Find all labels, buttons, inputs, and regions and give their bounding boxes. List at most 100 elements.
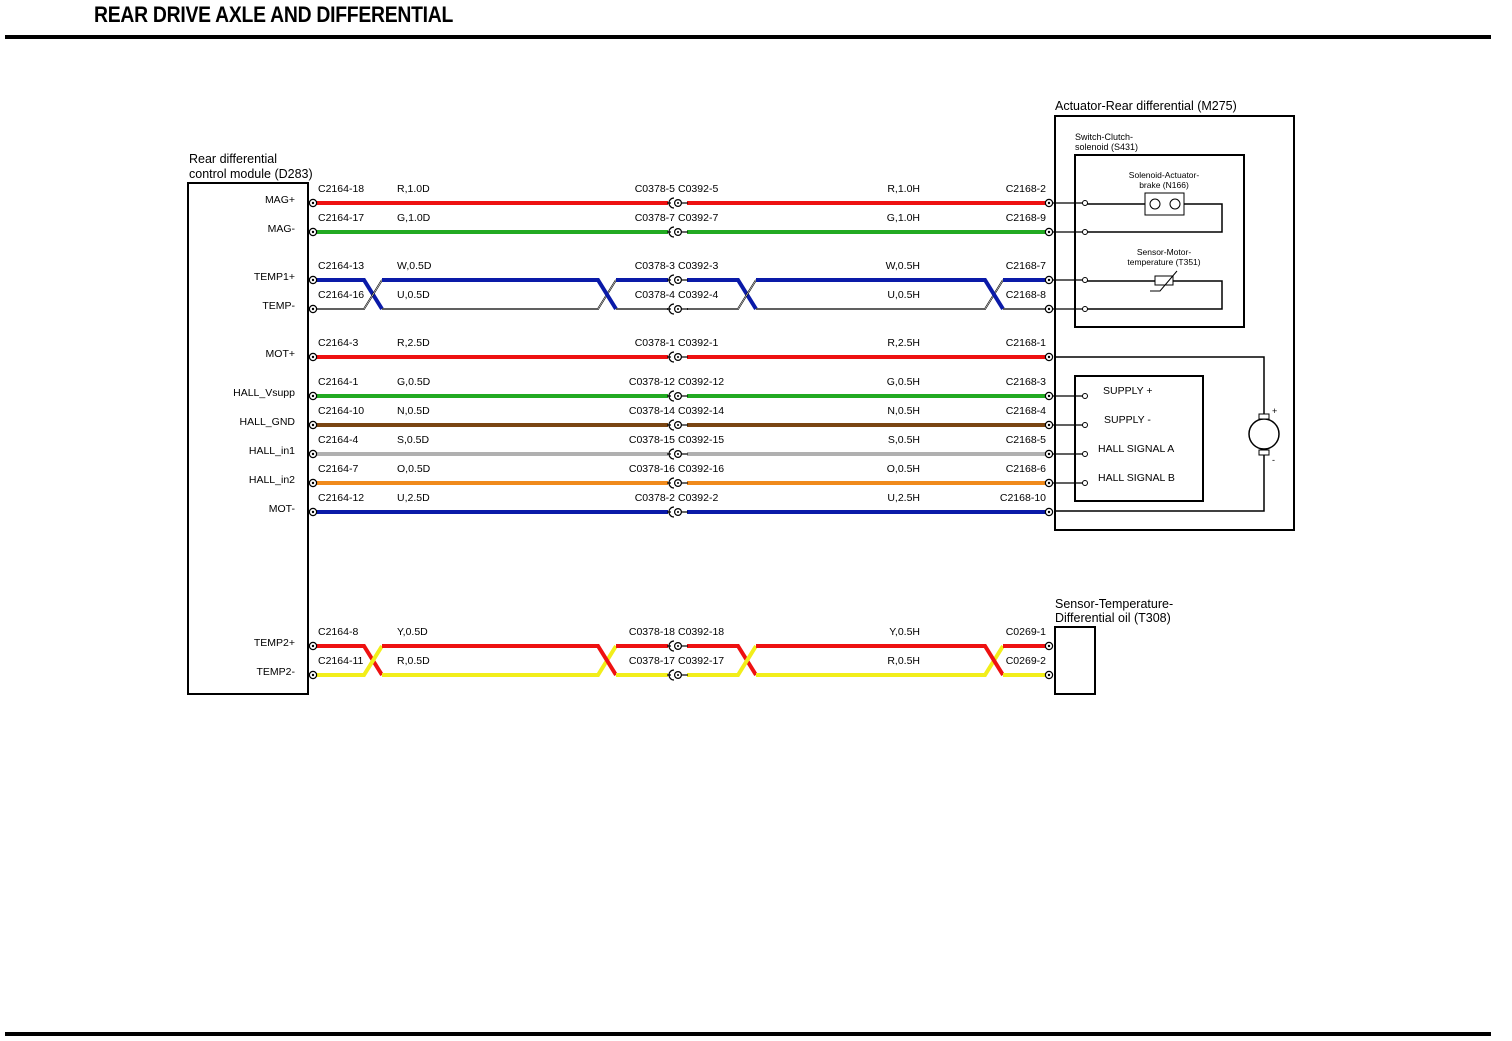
control-module-box — [187, 182, 309, 695]
actuator-inner-pin-4 — [1082, 393, 1088, 399]
wire-spec-mag--right: G,1.0H — [887, 212, 920, 224]
connector-hall-vsupp-module: C2164-1 — [318, 376, 358, 388]
connector-temp2--end: C0269-2 — [1006, 655, 1046, 667]
inline-connector-temp2- — [667, 640, 688, 652]
connector-mag--module: C2164-17 — [318, 212, 364, 224]
wire-spec-mag--left: R,1.0D — [397, 183, 430, 195]
terminal-temp2--module — [308, 670, 318, 680]
connector-hall-gnd-end: C2168-4 — [1006, 405, 1046, 417]
inline-connector-hall-in1 — [667, 448, 688, 460]
terminal-temp--module — [308, 304, 318, 314]
page-title: REAR DRIVE AXLE AND DIFFERENTIAL — [94, 2, 454, 27]
wire-spec-hall-gnd-left: N,0.5D — [397, 405, 430, 417]
connector-temp2--end: C0269-1 — [1006, 626, 1046, 638]
top-rule — [5, 35, 1491, 39]
connector-mot--end: C2168-1 — [1006, 337, 1046, 349]
solenoid-coil-left — [1149, 198, 1161, 210]
terminal-mag--module — [308, 227, 318, 237]
terminal-temp2--end — [1044, 641, 1054, 651]
wire-temp2-pair-a-seg-2 — [616, 644, 758, 677]
wire-spec-temp2--right: Y,0.5H — [889, 626, 920, 638]
wire-spec-hall-gnd-right: N,0.5H — [887, 405, 920, 417]
connector-hall-in2-end: C2168-6 — [1006, 463, 1046, 475]
thermistor-arrow — [1150, 270, 1178, 292]
pin-label-hall-in1: HALL_in1 — [249, 445, 295, 457]
terminal-mot--end — [1044, 352, 1054, 362]
wire-temp2-pair-b-seg-0 — [313, 644, 384, 677]
wire-spec-temp2--right: R,0.5H — [887, 655, 920, 667]
oil-sensor-box — [1054, 626, 1096, 695]
wire-temp2-pair-a-seg-0 — [313, 644, 384, 677]
wire-temp1-pair-a-seg-1 — [382, 279, 617, 310]
actuator-inner-pin-5 — [1082, 422, 1088, 428]
connector-mag--end: C2168-2 — [1006, 183, 1046, 195]
terminal-mot--end — [1044, 507, 1054, 517]
hall-sensor-box — [1074, 375, 1204, 502]
motor-plus: + — [1272, 406, 1277, 416]
pin-label-temp1-: TEMP1+ — [254, 271, 295, 283]
pin-label-temp-: TEMP- — [262, 300, 295, 312]
tempsensor-label-1: Sensor-Motor- — [1137, 247, 1191, 257]
tempsensor-label-2: temperature (T351) — [1127, 257, 1200, 267]
terminal-hall-in2-end — [1044, 478, 1054, 488]
connector-temp1--end: C2168-7 — [1006, 260, 1046, 272]
hall-supply-plus: SUPPLY + — [1103, 385, 1153, 397]
connector-hall-in1-end: C2168-5 — [1006, 434, 1046, 446]
control-module-label-1: Rear differential — [189, 152, 277, 166]
inline-connector-mot- — [667, 351, 688, 363]
terminal-mot--module — [308, 507, 318, 517]
wire-spec-mot--left: U,2.5D — [397, 492, 430, 504]
wire-temp1-pair-b-seg-2 — [616, 279, 757, 310]
pin-label-temp2-: TEMP2- — [256, 666, 295, 678]
connector-mot--end: C2168-10 — [1000, 492, 1046, 504]
actuator-inner-pin-7 — [1082, 480, 1088, 486]
actuator-inner-pin-2 — [1082, 277, 1088, 283]
solenoid-label-2: brake (N166) — [1139, 180, 1189, 190]
wires-layer — [313, 199, 1049, 679]
inline-connector-hall-vsupp — [667, 390, 688, 402]
connector-hall-in1-c0392: C0392-15 — [678, 434, 724, 446]
actuator-rear-differential: Actuator-Rear differential (M275) Switch… — [1054, 99, 1295, 531]
pin-label-mag-: MAG+ — [265, 194, 295, 206]
solenoid-label-1: Solenoid-Actuator- — [1129, 170, 1200, 180]
motor-brush-bottom — [1258, 449, 1270, 456]
pin-label-hall-in2: HALL_in2 — [249, 474, 295, 486]
wire-spec-hall-in1-right: S,0.5H — [888, 434, 920, 446]
inline-connector-temp- — [667, 303, 688, 315]
connector-mag--c0392: C0392-7 — [678, 212, 718, 224]
inline-connector-mag- — [667, 226, 688, 238]
terminal-hall-in2-module — [308, 478, 318, 488]
terminal-mot--module — [308, 352, 318, 362]
pin-label-mag-: MAG- — [268, 223, 296, 235]
wire-spec-mot--left: R,2.5D — [397, 337, 430, 349]
wire-spec-hall-vsupp-right: G,0.5H — [887, 376, 920, 388]
wire-temp1-pair-b-seg-1 — [382, 278, 618, 311]
wire-spec-mag--right: R,1.0H — [887, 183, 920, 195]
actuator-inner-pin-6 — [1082, 451, 1088, 457]
inline-connector-mot- — [667, 506, 688, 518]
connector-hall-in1-module: C2164-4 — [318, 434, 358, 446]
actuator-box — [1054, 115, 1295, 531]
tempsensor-circuit — [1085, 280, 1223, 310]
terminal-hall-in1-module — [308, 449, 318, 459]
switch-label-1: Switch-Clutch- — [1075, 132, 1133, 142]
connector-mot--module: C2164-3 — [318, 337, 358, 349]
oil-sensor-label-1: Sensor-Temperature- — [1055, 597, 1173, 611]
wire-temp2-pair-a-seg-3 — [756, 644, 1005, 677]
connector-mot--module: C2164-12 — [318, 492, 364, 504]
wire-spec-hall-in1-left: S,0.5D — [397, 434, 430, 446]
wire-temp1-pair-b-seg-3 — [756, 278, 1005, 311]
terminal-hall-in1-end — [1044, 449, 1054, 459]
connector-mot--c0392: C0392-2 — [678, 492, 718, 504]
connector-temp--c0378: C0378-4 — [635, 289, 675, 301]
connector-mag--c0392: C0392-5 — [678, 183, 718, 195]
bottom-rule — [5, 1032, 1491, 1036]
wire-spec-temp--left: U,0.5D — [397, 289, 430, 301]
connector-mag--c0378: C0378-5 — [635, 183, 675, 195]
connector-hall-in1-c0378: C0378-15 — [629, 434, 675, 446]
connector-temp1--c0392: C0392-3 — [678, 260, 718, 272]
oil-sensor-label-2: Differential oil (T308) — [1055, 611, 1171, 625]
wire-spec-mot--right: R,2.5H — [887, 337, 920, 349]
